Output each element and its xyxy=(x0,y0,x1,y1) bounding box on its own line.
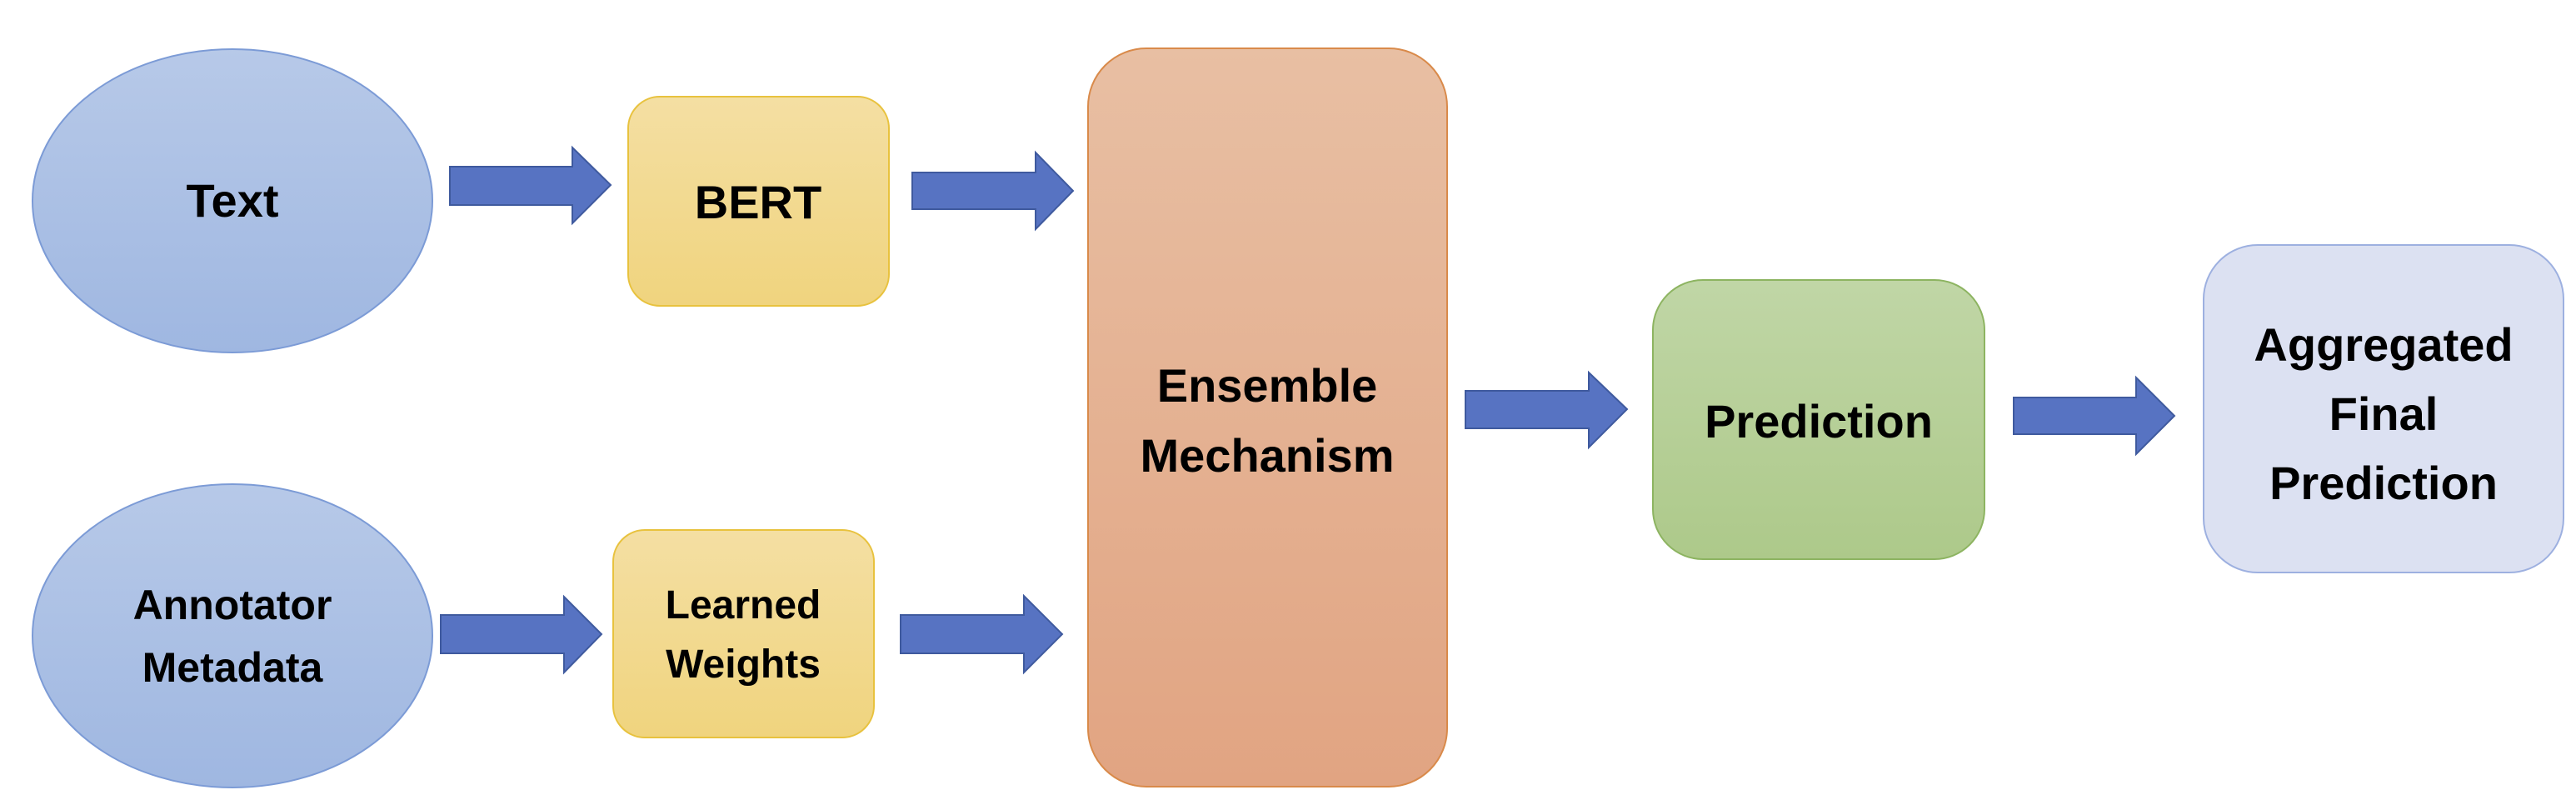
arrow-bert-to-ensemble xyxy=(911,150,1075,232)
arrow-text-to-bert xyxy=(449,145,612,226)
node-aggregated-final-prediction: Aggregated Final Prediction xyxy=(2203,244,2564,573)
learned-weights-box xyxy=(612,529,875,738)
prediction-box xyxy=(1652,279,1985,560)
arrow-ensemble-to-prediction xyxy=(1465,370,1629,450)
aggregated-final-prediction-box xyxy=(2203,244,2564,573)
arrow-annotator-to-learned-weights xyxy=(440,594,603,675)
annotator-metadata-label-line1: Annotator xyxy=(133,582,332,628)
learned-weights-label-line2: Weights xyxy=(666,642,821,687)
text-label: Text xyxy=(187,174,279,227)
aggregated-final-prediction-label-line3: Prediction xyxy=(2269,457,2498,509)
ensemble-mechanism-box xyxy=(1087,48,1448,788)
edges xyxy=(440,145,2176,675)
node-learned-weights: Learned Weights xyxy=(612,529,875,738)
aggregated-final-prediction-label-line1: Aggregated xyxy=(2254,318,2513,371)
learned-weights-label-line1: Learned xyxy=(666,583,821,628)
node-text: Text xyxy=(32,48,433,353)
bert-label: BERT xyxy=(695,176,821,228)
ensemble-mechanism-label-line1: Ensemble xyxy=(1157,359,1378,412)
node-annotator-metadata: Annotator Metadata xyxy=(32,483,433,788)
text-ellipse xyxy=(32,48,433,353)
arrow-learned-weights-to-ensemble xyxy=(900,593,1064,675)
node-prediction: Prediction xyxy=(1652,279,1985,560)
arrow-prediction-to-aggregated xyxy=(2013,375,2176,457)
bert-box xyxy=(627,96,890,307)
aggregated-final-prediction-label-line2: Final xyxy=(2329,388,2439,440)
node-bert: BERT xyxy=(627,96,890,307)
annotator-metadata-ellipse xyxy=(32,483,433,788)
prediction-label: Prediction xyxy=(1705,395,1933,448)
ensemble-mechanism-label-line2: Mechanism xyxy=(1141,429,1395,482)
node-ensemble-mechanism: Ensemble Mechanism xyxy=(1087,48,1448,788)
annotator-metadata-label-line2: Metadata xyxy=(142,644,324,691)
